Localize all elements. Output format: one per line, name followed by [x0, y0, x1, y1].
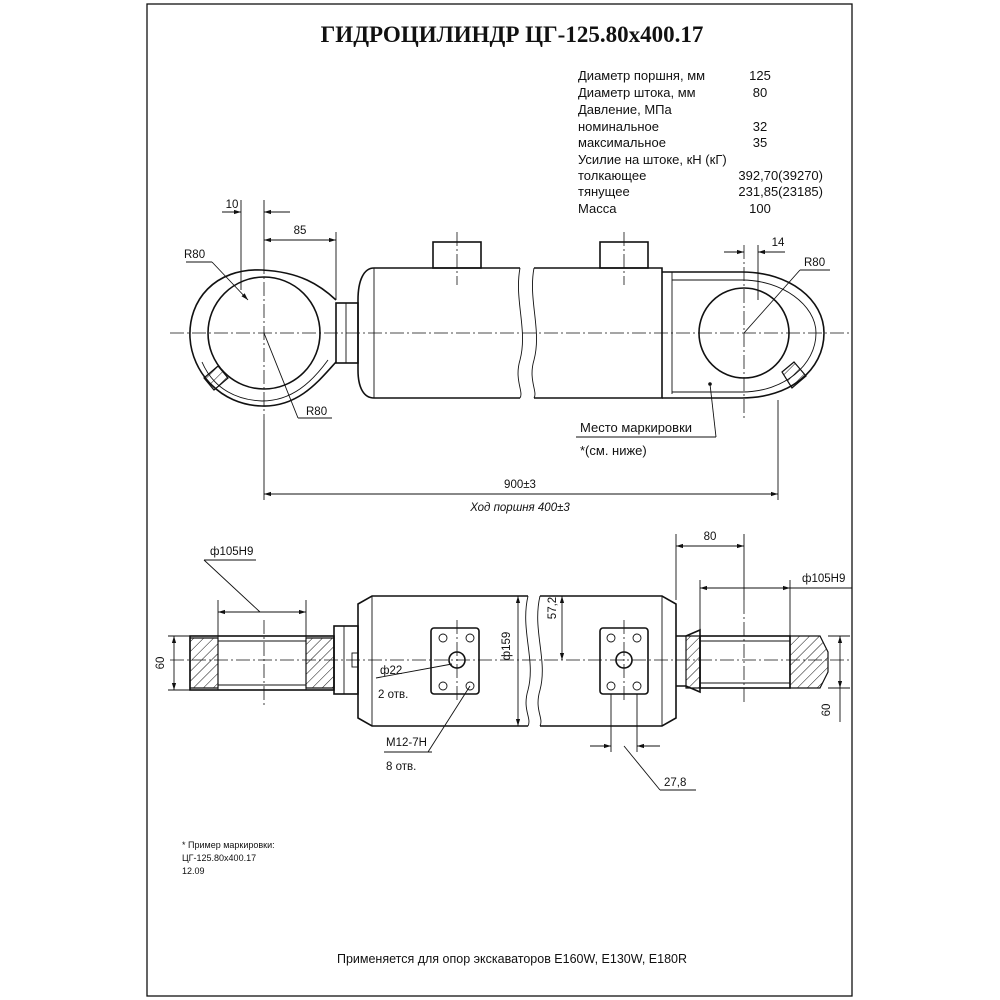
left-eye-outline [189, 269, 337, 407]
drawing-title: ГИДРОЦИЛИНДР ЦГ-125.80х400.17 [321, 22, 704, 47]
spec-maximum-value: 35 [753, 135, 767, 150]
marking-note: * Пример маркировки: ЦГ-125.80х400.17 12… [182, 840, 275, 876]
dim-57-2: 57,2 [547, 597, 559, 619]
dim-159: ф159 [501, 632, 513, 661]
spec-push-label: толкающее [578, 168, 646, 183]
dim-bore-right: ф105Н9 [802, 573, 845, 585]
right-eye-outline [662, 271, 825, 399]
dim-10: 10 [226, 199, 239, 211]
note-line1: ЦГ-125.80х400.17 [182, 853, 256, 863]
right-grease-nipple [781, 361, 807, 389]
spec-nominal-label: номинальное [578, 119, 659, 134]
left-grease-nipple [203, 365, 229, 391]
marking-label: Место маркировки [580, 420, 692, 435]
dim-thread: М12-7Н [386, 737, 427, 749]
dim-60-right: 60 [821, 704, 833, 717]
left-eye-section-top [189, 637, 219, 689]
dim-bore-left: ф105Н9 [210, 546, 253, 558]
dim-900: 900±3 [504, 479, 536, 491]
spec-pull-value: 231,85(23185) [738, 184, 823, 199]
plan-body-right [540, 595, 677, 727]
spec-piston-label: Диаметр поршня, мм [578, 68, 705, 83]
right-eye-section [685, 635, 701, 689]
spec-push-value: 392,70(39270) [738, 168, 823, 183]
dim-2-holes: 2 отв. [378, 689, 408, 701]
plan-body-left [357, 595, 528, 727]
side-view: 10 85 R80 R80 14 R80 Место маркировки *(… [170, 199, 850, 514]
dim-8-holes: 8 отв. [386, 761, 416, 773]
dim-60-left: 60 [155, 657, 167, 670]
dim-22: ф22 [380, 665, 402, 677]
spec-pull-label: тянущее [578, 184, 630, 199]
spec-mass-label: Масса [578, 201, 617, 216]
dim-r80-right: R80 [804, 257, 825, 269]
plan-view: ф105Н9 80 ф105Н9 60 60 57,2 ф159 ф22 2 о… [155, 531, 852, 791]
dim-14: 14 [772, 237, 785, 249]
flange-left [430, 627, 480, 695]
spec-table: Диаметр поршня, мм 125 Диаметр штока, мм… [578, 68, 823, 216]
dim-27-8: 27,8 [664, 777, 686, 789]
cylinder-body-right [534, 267, 663, 399]
dim-stroke: Ход поршня 400±3 [469, 502, 570, 514]
spec-rod-value: 80 [753, 85, 767, 100]
sheet-frame [146, 3, 853, 997]
dim-80: 80 [704, 531, 717, 543]
dim-85: 85 [294, 225, 307, 237]
dim-r80-top-left: R80 [184, 249, 205, 261]
spec-maximum-label: максимальное [578, 135, 666, 150]
note-line2: 12.09 [182, 866, 205, 876]
spec-rod-label: Диаметр штока, мм [578, 85, 696, 100]
spec-piston-value: 125 [749, 68, 771, 83]
spec-mass-value: 100 [749, 201, 771, 216]
dim-r80-bottom-left: R80 [306, 406, 327, 418]
note-header: * Пример маркировки: [182, 840, 275, 850]
spec-force-header: Усилие на штоке, кН (кГ) [578, 152, 727, 167]
spec-pressure-header: Давление, МПа [578, 102, 673, 117]
application-footer: Применяется для опор экскаваторов Е160W,… [337, 952, 687, 966]
marking-ref: *(см. ниже) [580, 443, 647, 458]
spec-nominal-value: 32 [753, 119, 767, 134]
cylinder-body-left [357, 267, 520, 399]
